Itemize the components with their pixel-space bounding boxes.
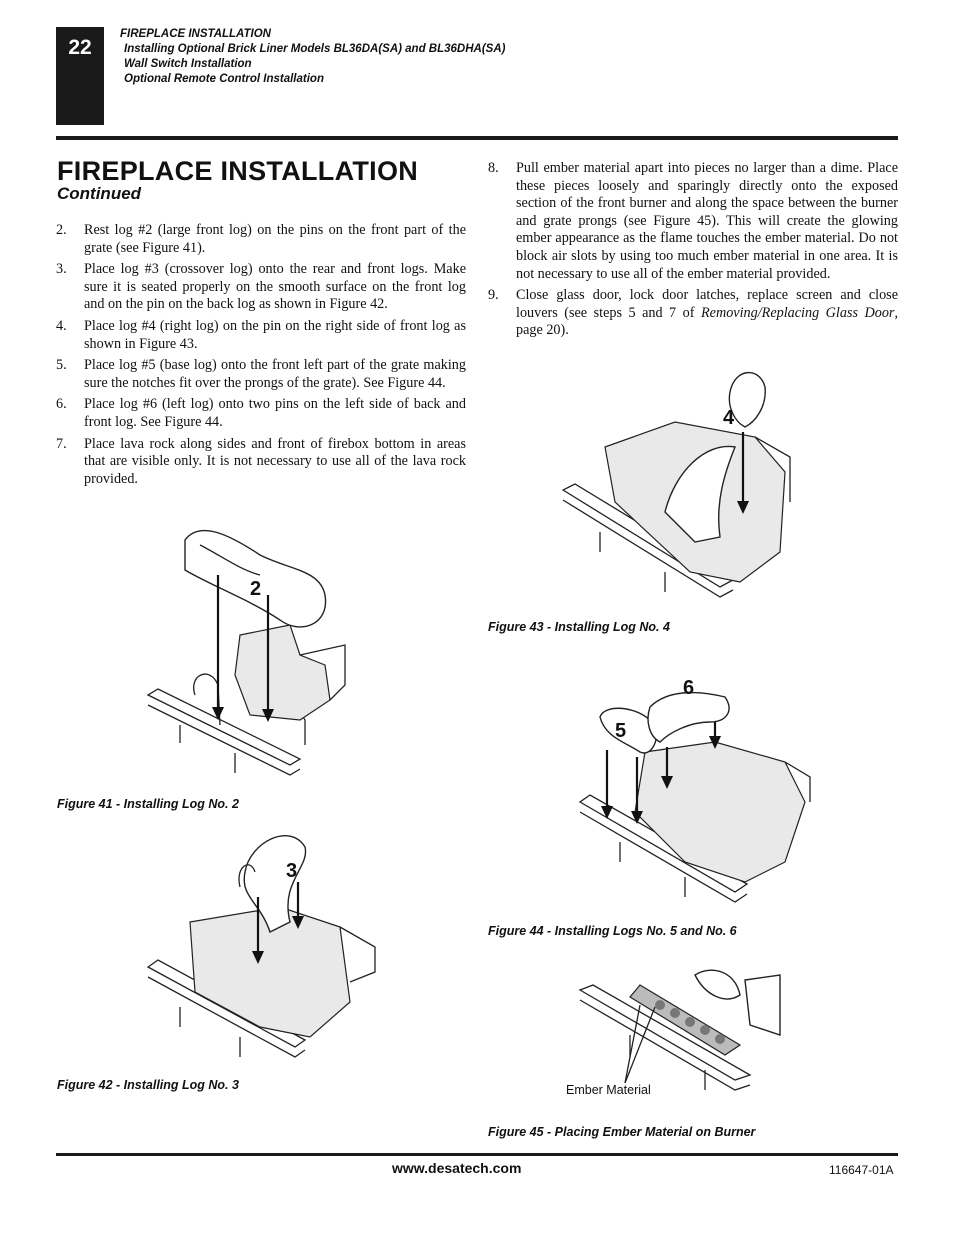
step-8: 8.Pull ember material apart into pieces … bbox=[488, 160, 898, 282]
step-5: 5.Place log #5 (base log) onto the front… bbox=[56, 357, 466, 391]
ember-material-callout: Ember Material bbox=[566, 1083, 651, 1097]
left-column-steps: 2.Rest log #2 (large front log) on the p… bbox=[56, 222, 466, 492]
step-9: 9.Close glass door, lock door latches, r… bbox=[488, 287, 898, 339]
step-2: 2.Rest log #2 (large front log) on the p… bbox=[56, 222, 466, 256]
page-title: FIREPLACE INSTALLATION bbox=[57, 156, 419, 186]
log-number-label: 3 bbox=[286, 860, 297, 882]
footer-rule bbox=[56, 1153, 898, 1156]
header-rule bbox=[56, 136, 898, 140]
figure-41-illustration: 2 bbox=[146, 529, 346, 776]
figure-43-illustration: 4 bbox=[561, 371, 791, 598]
figure-42-caption: Figure 42 - Installing Log No. 3 bbox=[57, 1078, 239, 1092]
header-item: Installing Optional Brick Liner Models B… bbox=[124, 43, 506, 55]
footer-part-number: 116647-01A bbox=[829, 1163, 894, 1177]
running-header: FIREPLACE INSTALLATION Installing Option… bbox=[120, 27, 505, 87]
figure-45-caption: Figure 45 - Placing Ember Material on Bu… bbox=[488, 1125, 756, 1139]
figure-44-caption: Figure 44 - Installing Logs No. 5 and No… bbox=[488, 924, 737, 938]
right-column-steps: 8.Pull ember material apart into pieces … bbox=[488, 160, 898, 344]
figure-42-illustration: 3 bbox=[146, 835, 376, 1058]
footer-website: www.desatech.com bbox=[392, 1160, 522, 1176]
page-subtitle: Continued bbox=[57, 184, 142, 203]
figure-45-illustration bbox=[578, 969, 781, 1091]
header-item: Wall Switch Installation bbox=[124, 58, 252, 70]
step-7: 7.Place lava rock along sides and front … bbox=[56, 435, 466, 487]
log-number-label: 2 bbox=[250, 578, 261, 600]
figure-41-caption: Figure 41 - Installing Log No. 2 bbox=[57, 797, 239, 811]
figure-43-caption: Figure 43 - Installing Log No. 4 bbox=[488, 620, 670, 634]
log-number-label: 6 bbox=[683, 677, 694, 699]
header-item: Optional Remote Control Installation bbox=[124, 73, 324, 85]
page-number-tab: 22 bbox=[56, 27, 104, 125]
cross-reference: Removing/Replacing Glass Door bbox=[700, 304, 895, 321]
step-6: 6.Place log #6 (left log) onto two pins … bbox=[56, 396, 466, 430]
step-3: 3.Place log #3 (crossover log) onto the … bbox=[56, 261, 466, 313]
log-number-label: 5 bbox=[615, 720, 626, 742]
page-number: 22 bbox=[68, 36, 92, 59]
log-number-label: 4 bbox=[723, 407, 735, 429]
step-4: 4.Place log #4 (right log) on the pin on… bbox=[56, 317, 466, 352]
figure-44-illustration: 5 6 bbox=[578, 677, 811, 903]
header-section: FIREPLACE INSTALLATION bbox=[120, 28, 271, 40]
